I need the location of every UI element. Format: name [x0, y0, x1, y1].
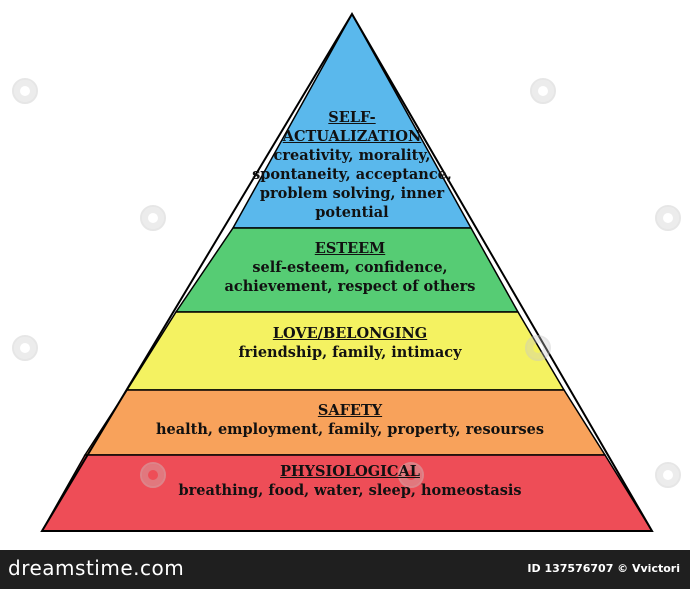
- level-esteem-label: ESTEEM self-esteem, confidence, achievem…: [200, 239, 500, 296]
- footer-bar: dreamstime.com ID 137576707 © Vvictori: [0, 550, 690, 589]
- level-description: problem solving, inner: [259, 185, 445, 202]
- level-description: friendship, family, intimacy: [238, 344, 462, 361]
- level-description: health, employment, family, property, re…: [155, 421, 545, 438]
- level-description: breathing, food, water, sleep, homeostas…: [178, 482, 522, 499]
- level-title: LOVE/BELONGING: [272, 325, 428, 342]
- level-physiological-label: PHYSIOLOGICAL breathing, food, water, sl…: [130, 462, 570, 500]
- level-safety-label: SAFETY health, employment, family, prope…: [130, 401, 570, 439]
- level-love-belonging-label: LOVE/BELONGING friendship, family, intim…: [180, 324, 520, 362]
- image-id-credit: ID 137576707 © Vvictori: [527, 562, 680, 575]
- level-self-actualization-label: SELF- ACTUALIZATION creativity, morality…: [232, 108, 472, 222]
- level-title: SELF-: [328, 109, 376, 126]
- level-description: creativity, morality,: [273, 147, 431, 164]
- level-description: spontaneity, acceptance,: [252, 166, 452, 183]
- footer-logo[interactable]: dreamstime.com: [8, 556, 185, 580]
- pyramid-outline: [40, 12, 654, 532]
- level-title: SAFETY: [317, 402, 383, 419]
- level-description: self-esteem, confidence,: [252, 259, 448, 276]
- pyramid-diagram: [40, 12, 654, 532]
- level-description: potential: [315, 204, 389, 221]
- level-title: ESTEEM: [314, 240, 386, 257]
- level-description: achievement, respect of others: [224, 278, 476, 295]
- level-title: ACTUALIZATION: [282, 128, 422, 145]
- level-title: PHYSIOLOGICAL: [280, 463, 420, 480]
